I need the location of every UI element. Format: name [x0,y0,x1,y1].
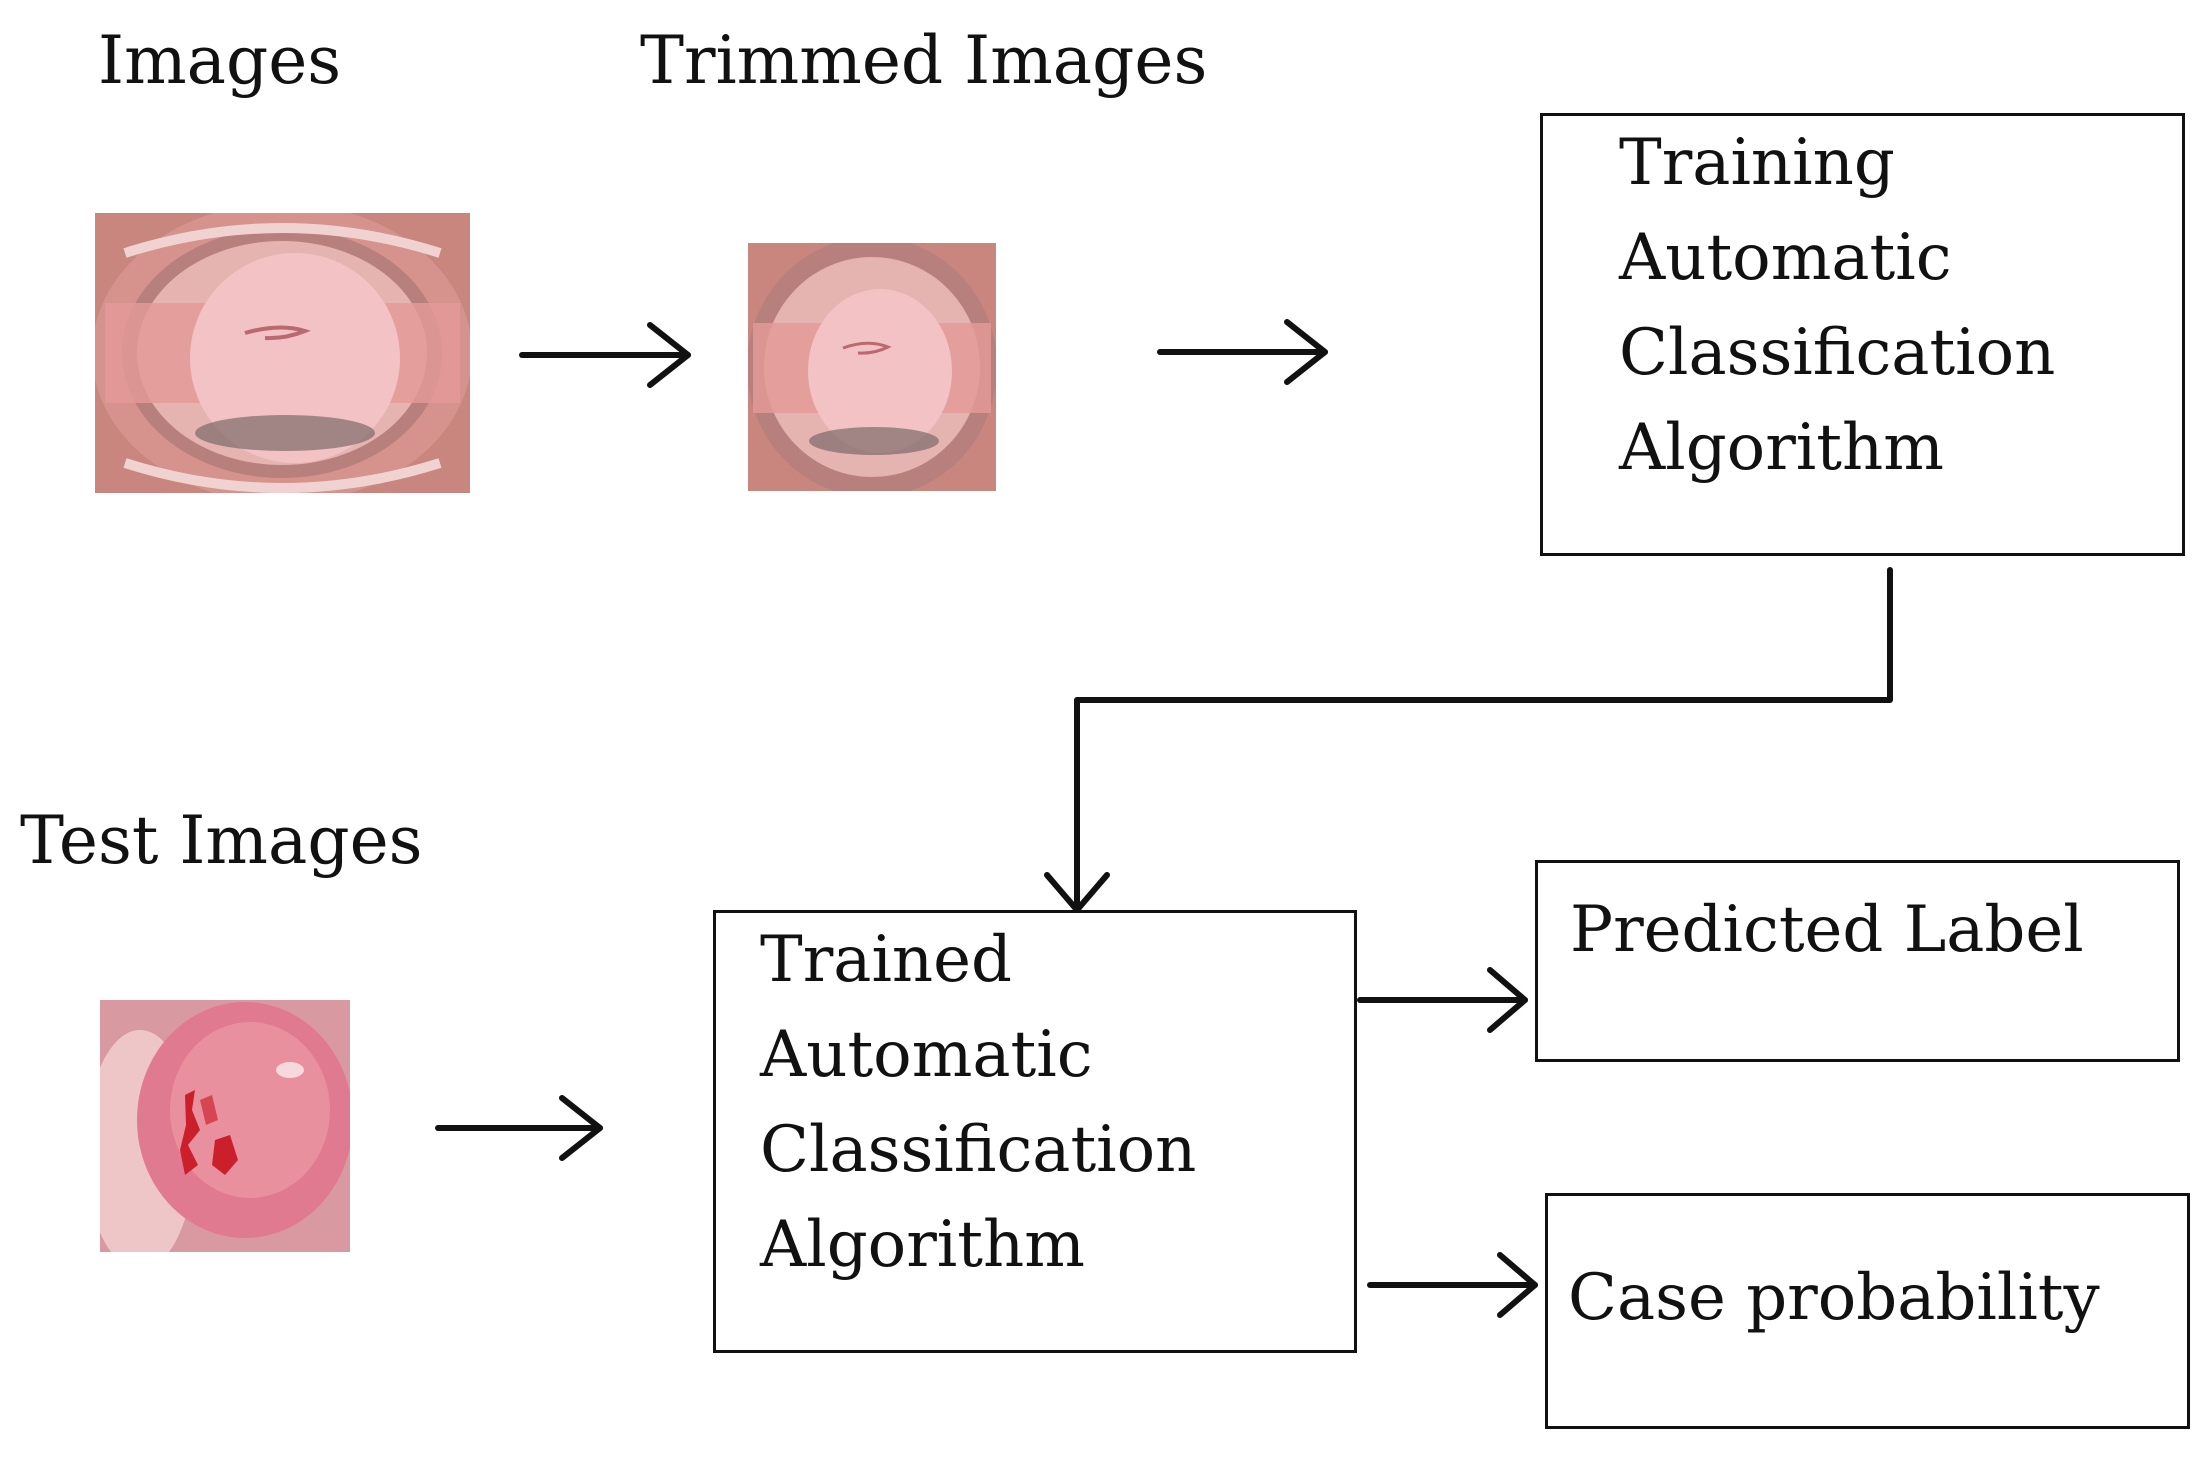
trained-algorithm-box: Trained Automatic Classification Algorit… [713,910,1357,1353]
original-image-thumbnail [95,213,470,493]
arrow-test-to-trained [435,1095,603,1161]
case-probability-box: Case probability [1545,1193,2190,1429]
arrow-images-to-trimmed [519,322,691,388]
training-line: Algorithm [1619,411,1944,485]
training-line: Classification [1619,316,2056,390]
training-line: Automatic [1619,221,1952,295]
arrow-trained-to-predicted [1357,967,1528,1033]
arrow-trained-to-probability [1367,1252,1538,1318]
training-algorithm-text: Training Automatic Classification Algori… [1619,116,2055,496]
trained-line: Automatic [760,1018,1093,1092]
predicted-label-box: Predicted Label [1535,860,2180,1062]
trimmed-image-thumbnail [748,243,996,491]
trained-line: Classification [760,1113,1197,1187]
training-line: Training [1619,126,1895,200]
predicted-label-text: Predicted Label [1570,893,2084,967]
trained-algorithm-text: Trained Automatic Classification Algorit… [760,913,1196,1293]
images-label: Images [98,22,342,99]
test-images-label: Test Images [20,802,423,879]
case-probability-text: Case probability [1568,1261,2100,1335]
test-image-thumbnail [100,1000,350,1252]
trained-line: Trained [760,923,1012,997]
arrow-trimmed-to-training [1157,319,1328,385]
trained-line: Algorithm [760,1208,1085,1282]
training-algorithm-box: Training Automatic Classification Algori… [1540,113,2185,556]
trimmed-images-label: Trimmed Images [640,22,1208,99]
arrow-training-to-trained [1044,567,1893,913]
